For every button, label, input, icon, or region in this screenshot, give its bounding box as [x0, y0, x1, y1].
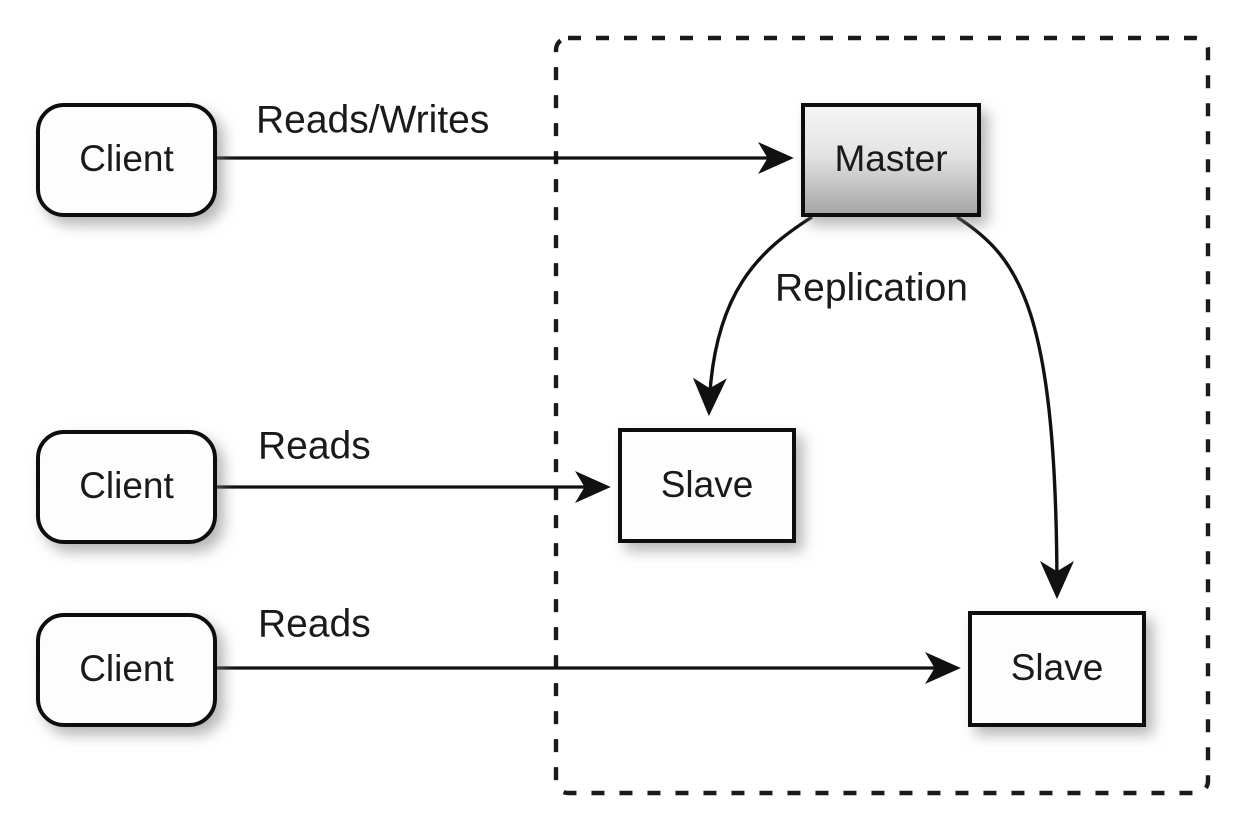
- master-box[interactable]: [801, 103, 981, 217]
- client-2-label: Client: [79, 465, 174, 506]
- client-1-label: Client: [79, 138, 174, 179]
- client-2-box[interactable]: [36, 430, 217, 544]
- node-client-3[interactable]: Client: [36, 613, 217, 727]
- replication-curve-left: [692, 215, 813, 417]
- node-client-1[interactable]: Client: [36, 103, 217, 217]
- edge-master-to-slave-2: [956, 215, 1074, 600]
- slave-1-label: Slave: [661, 464, 754, 505]
- node-master[interactable]: Master: [801, 103, 981, 217]
- edge-label-reads-1: Reads: [258, 424, 371, 467]
- slave-2-label: Slave: [1011, 647, 1104, 688]
- database-cluster-boundary: [553, 35, 1211, 796]
- edge-label-replication: Replication: [775, 266, 968, 309]
- slave-1-box[interactable]: [618, 428, 796, 543]
- client-3-label: Client: [79, 648, 174, 689]
- node-client-2[interactable]: Client: [36, 430, 217, 544]
- node-slave-2[interactable]: Slave: [968, 611, 1146, 727]
- master-label: Master: [834, 138, 947, 179]
- client-3-box[interactable]: [36, 613, 217, 727]
- edge-label-reads-2: Reads: [258, 602, 371, 645]
- edge-master-to-slave-1: [692, 215, 813, 417]
- slave-2-box[interactable]: [968, 611, 1146, 727]
- replication-curve-right: [956, 215, 1074, 600]
- client-1-box[interactable]: [36, 103, 217, 217]
- edge-label-reads-writes: Reads/Writes: [256, 98, 489, 141]
- node-slave-1[interactable]: Slave: [618, 428, 796, 543]
